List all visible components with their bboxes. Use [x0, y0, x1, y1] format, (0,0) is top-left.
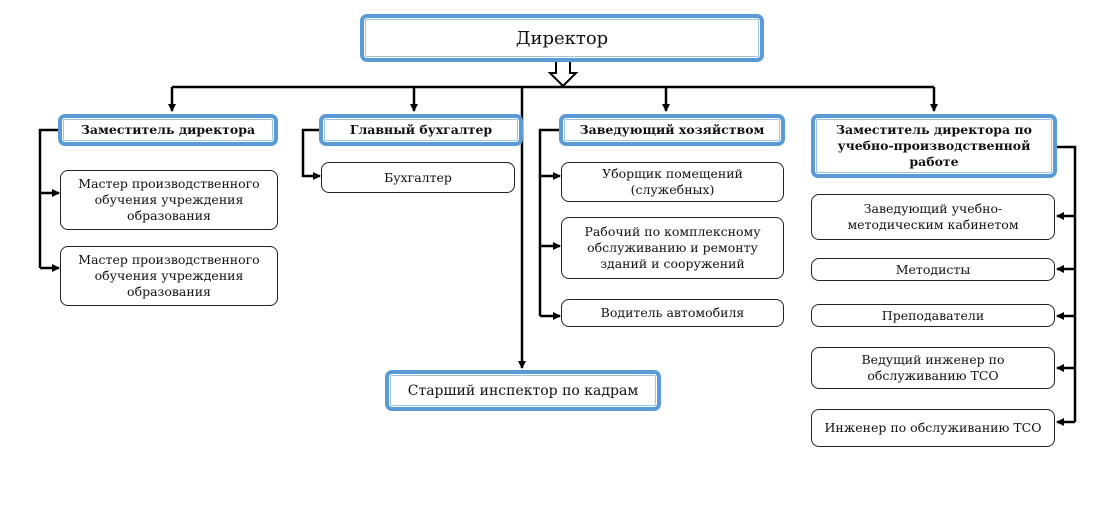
child-box: Ведущий инженер по обслуживанию ТСО: [811, 347, 1055, 389]
child-box: Водитель автомобиля: [561, 299, 784, 327]
accountant-branch: [301, 128, 321, 180]
child-box: Уборщик помещений (служебных): [561, 162, 784, 202]
child-label: Уборщик помещений (служебных): [602, 166, 743, 197]
director-box: Директор: [360, 14, 764, 62]
edu-deputy-box: Заместитель директора по учебно-производ…: [811, 114, 1057, 178]
supply-manager-label: Заведующий хозяйством: [579, 122, 765, 137]
hr-inspector-label: Старший инспектор по кадрам: [407, 382, 639, 399]
child-label: Ведущий инженер по обслуживанию ТСО: [861, 352, 1005, 383]
child-label: Методисты: [895, 261, 971, 277]
supply-branch: [538, 128, 560, 316]
child-label: Преподаватели: [881, 307, 985, 323]
child-box: Рабочий по комплексному обслуживанию и р…: [561, 217, 784, 279]
child-label: Мастер производственного обучения учрежд…: [78, 176, 260, 223]
child-box: Методисты: [811, 258, 1055, 281]
child-label: Бухгалтер: [384, 169, 452, 185]
chief-accountant-label: Главный бухгалтер: [349, 122, 493, 137]
child-box: Заведующий учебно-методическим кабинетом: [811, 194, 1055, 240]
edu-deputy-label: Заместитель директора по учебно-производ…: [836, 122, 1032, 169]
director-label: Директор: [515, 27, 609, 49]
child-box: Мастер производственного обучения учрежд…: [60, 246, 278, 306]
deputy-director-box: Заместитель директора: [58, 114, 278, 146]
director-block-arrow: [547, 58, 579, 88]
child-box: Инженер по обслуживанию ТСО: [811, 409, 1055, 447]
child-label: Мастер производственного обучения учрежд…: [78, 252, 260, 299]
edu-deputy-branch: [1056, 145, 1077, 422]
deputy-director-label: Заместитель директора: [80, 122, 256, 137]
child-box: Мастер производственного обучения учрежд…: [60, 170, 278, 230]
child-label: Водитель автомобиля: [600, 305, 745, 320]
child-box: Бухгалтер: [321, 162, 515, 193]
supply-manager-box: Заведующий хозяйством: [559, 114, 785, 146]
hr-inspector-box: Старший инспектор по кадрам: [385, 370, 661, 411]
chief-accountant-box: Главный бухгалтер: [319, 114, 523, 146]
child-label: Заведующий учебно-методическим кабинетом: [847, 201, 1019, 232]
child-label: Рабочий по комплексному обслуживанию и р…: [584, 224, 761, 271]
deputy-branch: [38, 128, 58, 268]
child-label: Инженер по обслуживанию ТСО: [824, 420, 1042, 435]
child-box: Преподаватели: [811, 304, 1055, 327]
